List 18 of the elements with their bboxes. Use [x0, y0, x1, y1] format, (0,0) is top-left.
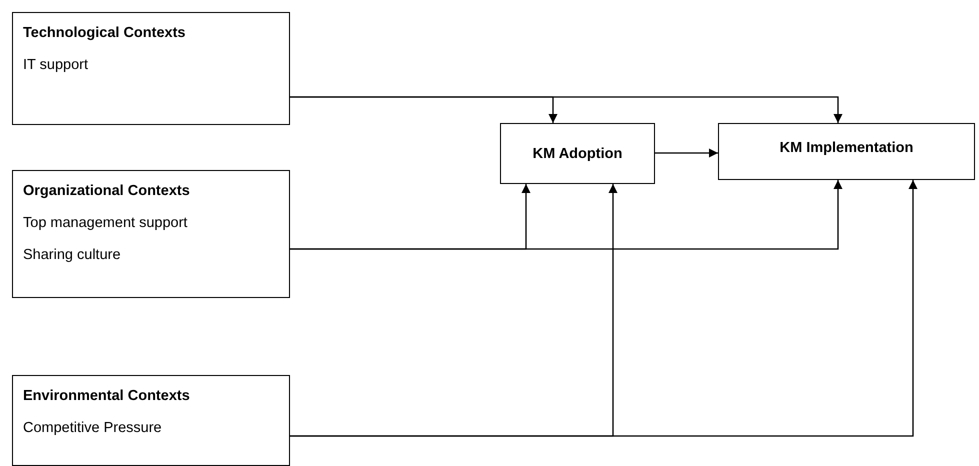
box-heading: KM Adoption [532, 146, 622, 162]
process-box [718, 123, 975, 180]
box-heading: Environmental Contexts [23, 388, 190, 404]
context-box [12, 12, 290, 125]
context-box [12, 170, 290, 298]
factor-text: Competitive Pressure [23, 420, 162, 436]
arrow [290, 180, 842, 250]
arrow [655, 148, 718, 158]
factor-text: Top management support [23, 215, 188, 231]
arrow [290, 96, 842, 123]
arrow [290, 180, 918, 437]
factor-text: IT support [23, 57, 88, 73]
factor-text: Sharing culture [23, 247, 121, 263]
box-heading: Organizational Contexts [23, 183, 190, 199]
box-heading: KM Implementation [780, 140, 914, 156]
context-box [12, 375, 290, 466]
box-heading: Technological Contexts [23, 25, 186, 41]
process-box [500, 123, 655, 184]
